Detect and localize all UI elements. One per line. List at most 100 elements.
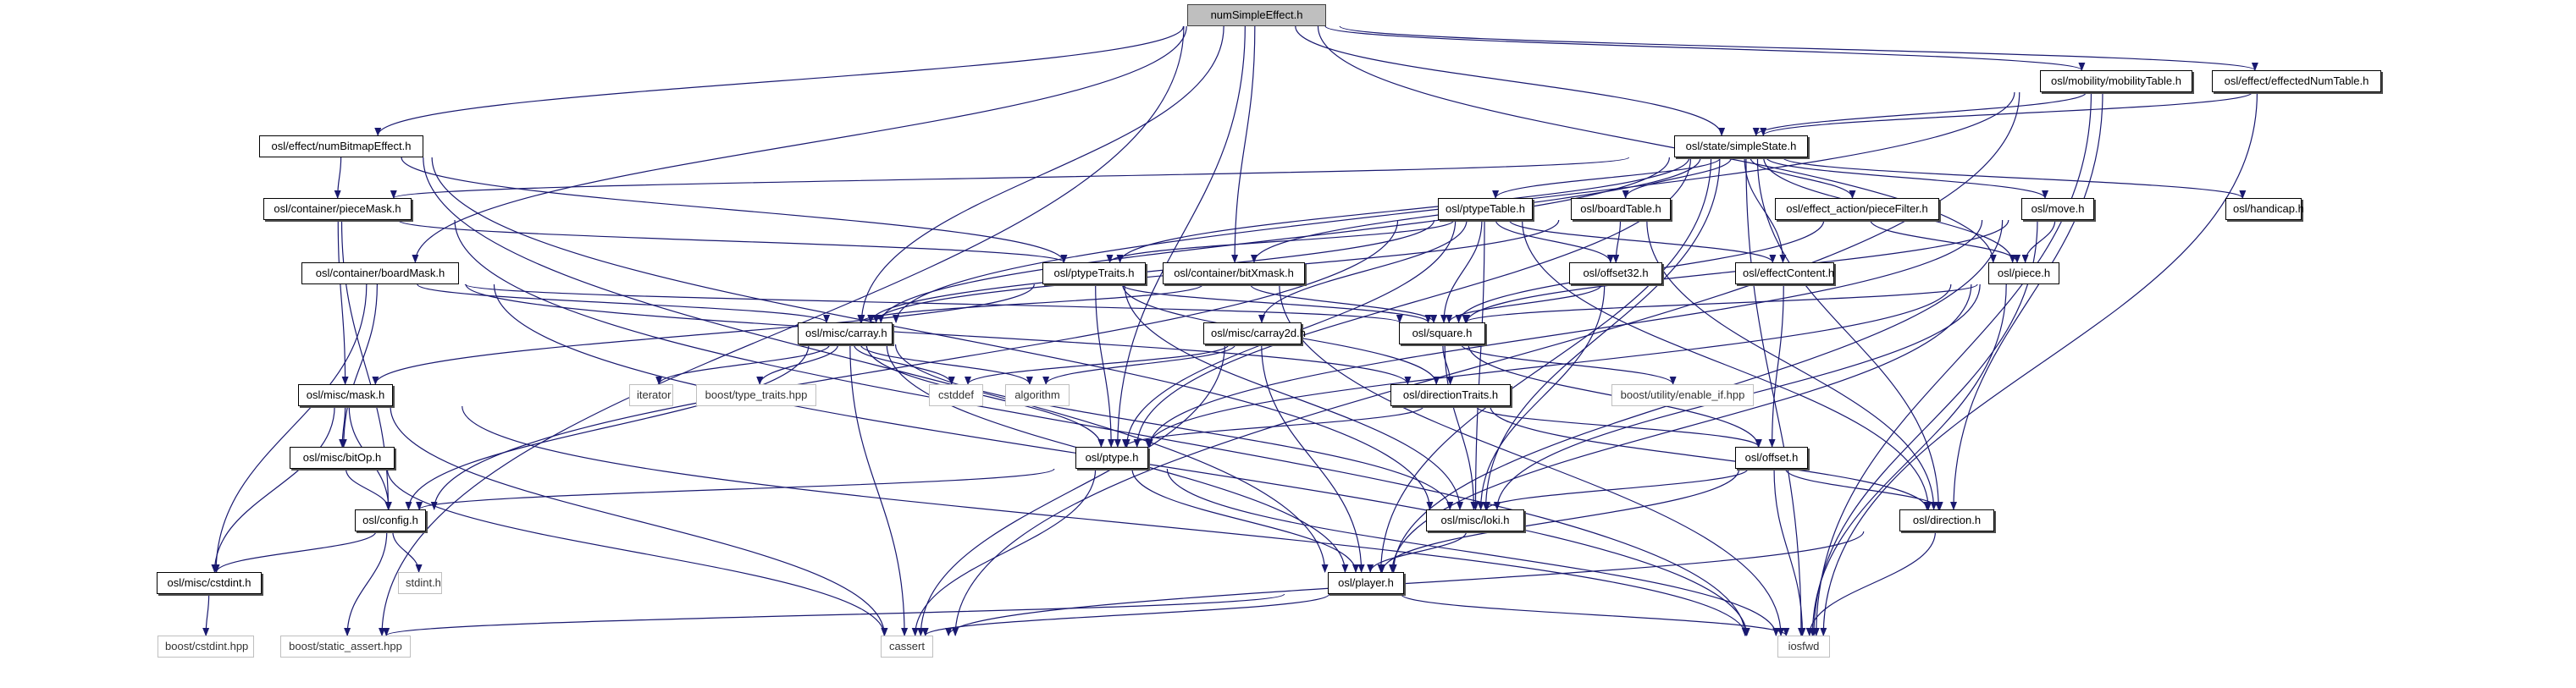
edge-simpleState-to-handicap: [1782, 157, 2247, 199]
edge-ptypeTable-to-config: [430, 219, 1399, 510]
node-boost-enable-if-hpp: boost/utility/enable_if.hpp: [1611, 384, 1754, 406]
edge-carray2d-to-player: [1261, 344, 1365, 573]
node-effectContent-h[interactable]: osl/effectContent.h: [1735, 262, 1834, 284]
edge-boardMask-to-cstdint: [213, 283, 368, 573]
edge-boardTable-to-direction: [1646, 219, 1938, 510]
node-square-h[interactable]: osl/square.h: [1399, 322, 1485, 344]
edge-player-to-static_assert: [383, 593, 1285, 636]
edge-ptype-to-iosfwd: [1166, 468, 1780, 636]
node-ptypeTable-h[interactable]: osl/ptypeTable.h: [1438, 198, 1533, 220]
edge-ptypeTraits-to-ptype: [1095, 283, 1115, 448]
node-pieceMask-h[interactable]: osl/container/pieceMask.h: [263, 198, 412, 220]
edge-piece-to-player: [1389, 283, 1972, 573]
node-ptypeTraits-h[interactable]: osl/ptypeTraits.h: [1042, 262, 1146, 284]
edge-ptype-to-player: [1131, 468, 1359, 573]
node-algorithm: algorithm: [1005, 384, 1070, 406]
node-mobilityTable-h[interactable]: osl/mobility/mobilityTable.h: [2040, 70, 2192, 92]
edge-boardTable-to-offset32: [1612, 219, 1622, 263]
node-mask-h[interactable]: osl/misc/mask.h: [298, 384, 393, 406]
node-loki-h[interactable]: osl/misc/loki.h: [1426, 509, 1524, 531]
node-simpleState-h[interactable]: osl/state/simpleState.h: [1674, 135, 1808, 157]
edge-piece-to-ptype: [1145, 283, 1952, 448]
node-numBitmapEffect-h[interactable]: osl/effect/numBitmapEffect.h: [259, 135, 423, 157]
node-ptype-h[interactable]: osl/ptype.h: [1075, 447, 1148, 469]
edge-directionTraits-to-offset: [1475, 405, 1762, 448]
edge-simpleState-to-carray: [877, 157, 1670, 323]
node-config-h[interactable]: osl/config.h: [355, 509, 426, 531]
node-handicap-h[interactable]: osl/handicap.h: [2225, 198, 2304, 220]
edge-player-to-iosfwd: [1400, 593, 1790, 636]
edge-move-to-iosfwd: [1810, 219, 2038, 636]
edge-mobilityTable-to-simpleState: [1752, 91, 2087, 136]
edge-carray-to-type_traits: [756, 344, 839, 385]
edge-mobilityTable-to-direction: [1950, 91, 2103, 510]
edge-root-to-bitXmask: [1231, 25, 1256, 263]
edge-config-to-cstdint: [213, 531, 377, 573]
edge-root-to-carray: [858, 25, 1224, 323]
edge-simpleState-to-iosfwd: [1745, 157, 1805, 636]
edge-effectContent-to-offset: [1768, 283, 1784, 448]
edge-simpleState-to-pieceMask: [390, 157, 1629, 199]
edge-effectedNumTable-to-simpleState: [1760, 91, 2253, 136]
node-effectedNumTable-h[interactable]: osl/effect/effectedNumTable.h: [2212, 70, 2381, 92]
edge-directionTraits-to-ptype: [1122, 405, 1424, 448]
edge-config-to-static_assert: [344, 531, 388, 636]
edge-config-to-stdint: [392, 531, 423, 573]
edge-carray-to-ptype: [865, 344, 1105, 448]
edge-mobilityTable-to-iosfwd: [1812, 91, 2092, 636]
edge-offset-to-iosfwd: [1773, 468, 1806, 636]
edge-ptypeTable-to-direction: [1522, 219, 1932, 510]
edge-carray-to-config: [405, 344, 810, 510]
node-boardTable-h[interactable]: osl/boardTable.h: [1571, 198, 1671, 220]
edge-root-to-piece: [1317, 25, 1997, 263]
edge-square-to-enable_if: [1461, 344, 1677, 385]
node-misc-cstdint-h[interactable]: osl/misc/cstdint.h: [157, 572, 262, 594]
edge-pieceMask-to-iosfwd: [454, 219, 1749, 636]
node-move-h[interactable]: osl/move.h: [2021, 198, 2094, 220]
edge-directionTraits-to-direction: [1490, 405, 1931, 510]
node-numSimpleEffect-h: numSimpleEffect.h: [1187, 4, 1326, 26]
edge-offset32-to-loki: [1477, 283, 1606, 510]
edge-boardMask-to-carray: [417, 283, 830, 323]
edge-carray-to-loki: [894, 344, 1454, 510]
node-player-h[interactable]: osl/player.h: [1328, 572, 1404, 594]
edge-mask-to-bitOp: [339, 405, 346, 448]
edge-ptypeTraits-to-mask: [372, 283, 1035, 385]
edge-pieceMask-to-mask: [337, 219, 349, 385]
node-offset32-h[interactable]: osl/offset32.h: [1569, 262, 1662, 284]
node-carray2d-h[interactable]: osl/misc/carray2d.h: [1203, 322, 1306, 344]
node-boost-static-assert-hpp: boost/static_assert.hpp: [280, 636, 411, 658]
edge-root-to-static_assert: [379, 25, 1185, 636]
edge-carray2d-to-cstddef: [965, 344, 1230, 385]
edge-move-to-piece: [2021, 219, 2056, 263]
node-iterator: iterator: [629, 384, 673, 406]
node-bitOp-h[interactable]: osl/misc/bitOp.h: [290, 447, 395, 469]
edge-ptypeTraits-to-loki: [1124, 283, 1463, 510]
edge-ptypeTraits-to-square: [1121, 283, 1432, 323]
node-pieceFilter-h[interactable]: osl/effect_action/pieceFilter.h: [1775, 198, 1939, 220]
edge-ptype-to-config: [416, 468, 1055, 510]
node-direction-h[interactable]: osl/direction.h: [1899, 509, 1994, 531]
edge-bitOp-to-cassert: [386, 468, 888, 636]
edge-square-to-directionTraits: [1442, 344, 1454, 385]
edge-pieceFilter-to-piece: [1870, 219, 2021, 263]
edge-root-to-mobilityTable: [1324, 25, 2086, 71]
edge-ptypeTable-to-ptypeTraits: [1106, 219, 1455, 263]
node-cstddef: cstddef: [929, 384, 983, 406]
edge-carray2d-to-algorithm: [1042, 344, 1236, 385]
node-boardMask-h[interactable]: osl/container/boardMask.h: [301, 262, 459, 284]
node-piece-h[interactable]: osl/piece.h: [1988, 262, 2059, 284]
node-stdint-h: stdint.h: [398, 572, 442, 594]
edge-square-to-loki: [1444, 344, 1478, 510]
edge-carray-to-cstddef: [853, 344, 955, 385]
edge-ptype-to-cassert: [911, 468, 1097, 636]
edge-boardMask-to-directionTraits: [465, 283, 1412, 385]
edge-offset-to-direction: [1784, 468, 1943, 510]
node-carray-h[interactable]: osl/misc/carray.h: [798, 322, 893, 344]
edge-loki-to-player: [1367, 531, 1468, 573]
node-directionTraits-h[interactable]: osl/directionTraits.h: [1390, 384, 1511, 406]
node-offset-h[interactable]: osl/offset.h: [1735, 447, 1808, 469]
node-bitXmask-h[interactable]: osl/container/bitXmask.h: [1163, 262, 1305, 284]
edge-numBitmapEffect-to-pieceMask: [334, 157, 342, 199]
